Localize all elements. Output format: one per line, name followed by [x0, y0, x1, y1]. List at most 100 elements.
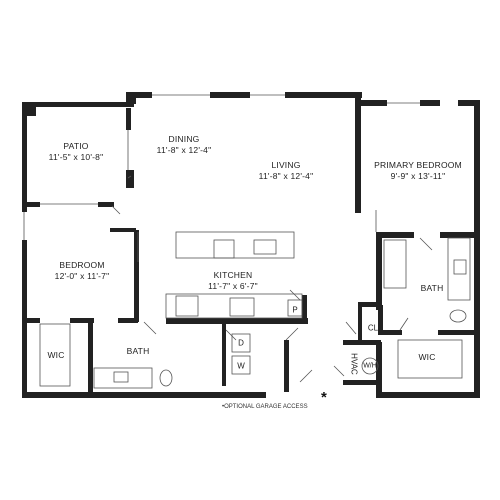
door-bath-left [143, 321, 157, 335]
room-dining-dim: 11'-8" x 12'-4" [156, 145, 212, 155]
wall-bedroom-right [134, 230, 139, 322]
door-laundry [225, 329, 237, 341]
kitchen-island [175, 231, 295, 259]
room-living: LIVING 11'-8" x 12'-4" [259, 160, 314, 182]
door-dining [127, 175, 132, 179]
dryer-label: D [238, 338, 244, 348]
wall-primary-top2 [420, 100, 440, 106]
sink-right [453, 259, 467, 275]
washer-label: W [237, 361, 245, 371]
dryer-box [231, 333, 251, 353]
room-dining: DINING 11'-8" x 12'-4" [157, 134, 212, 156]
wall-wic-right-top2 [438, 330, 478, 335]
room-wic-left: WIC [47, 350, 64, 361]
wall-top-mid1 [210, 92, 250, 98]
door-pantry [289, 289, 301, 301]
wall-wic-right [88, 318, 93, 396]
door-bath-right [419, 237, 433, 251]
wall-hvac-right [376, 342, 382, 398]
dishwasher [213, 239, 235, 259]
thin-lines [23, 94, 471, 389]
wall-patio-bottom2 [98, 202, 114, 207]
wall-primary-left [355, 98, 361, 213]
range [229, 297, 255, 317]
wall-top-left [22, 102, 134, 107]
hvac-label: HVAC [349, 353, 359, 375]
wall-top-corner [126, 92, 136, 104]
wall-bedroom-top [110, 228, 136, 232]
door-patio [111, 205, 121, 215]
pantry-box [287, 299, 303, 317]
kitchen-sink [253, 239, 277, 255]
room-kitchen-name: KITCHEN [213, 270, 253, 280]
wall-bedroom-bottom2 [70, 318, 94, 323]
wall-patio-right2 [126, 170, 134, 188]
wall-bedroom-bottom3 [118, 318, 138, 323]
room-bath-right: BATH [421, 283, 444, 294]
wall-wic-right-left [378, 305, 383, 335]
room-kitchen: KITCHEN 11'-7" x 6'-7" [208, 270, 258, 292]
wall-kitchen-right [302, 295, 307, 323]
wall-bath-right-top2 [440, 232, 474, 238]
wall-closet-top [360, 302, 382, 307]
wall-primary-corner [458, 100, 480, 106]
room-primary-bedroom: PRIMARY BEDROOM 9'-9" x 13'-11" [374, 160, 462, 182]
room-bath-right-name: BATH [420, 283, 444, 293]
walls [22, 92, 480, 398]
door-closet [345, 321, 357, 335]
room-living-name: LIVING [271, 160, 301, 170]
wall-top-dining [128, 92, 152, 98]
pantry-label: P [292, 305, 298, 315]
room-patio-dim: 11'-5" x 10'-8" [48, 152, 104, 162]
wall-bottom-left [22, 392, 266, 398]
water-heater [361, 357, 379, 375]
room-bedroom-dim: 12'-0" x 11'-7" [54, 271, 110, 281]
room-patio: PATIO 11'-5" x 10'-8" [49, 141, 104, 163]
wall-hvac-box [343, 340, 381, 345]
fridge [175, 295, 199, 317]
sink-left [113, 371, 129, 383]
room-wic-right: WIC [418, 352, 435, 363]
wall-right [474, 100, 480, 398]
closet-label: CL [367, 323, 379, 333]
wall-top-mid2 [285, 92, 340, 98]
wall-wic-right-top1 [378, 330, 402, 335]
room-wic-left-name: WIC [47, 350, 65, 360]
wall-patio-right1 [126, 108, 131, 130]
vanity-right [447, 237, 471, 301]
wall-bath-right-left [376, 232, 382, 310]
wall-hall-stub1 [284, 340, 289, 392]
wall-bottom-right [376, 392, 480, 398]
wall-hvac-bottom [343, 380, 381, 385]
wall-top-right1 [340, 92, 362, 98]
room-living-dim: 11'-8" x 12'-4" [258, 171, 314, 181]
tub-right [383, 239, 407, 289]
garage-access-marker: * [321, 389, 327, 406]
wic-shelf-left [39, 323, 71, 387]
room-primary-bedroom-name: PRIMARY BEDROOM [374, 160, 462, 170]
door-hvac [333, 365, 345, 377]
room-dining-name: DINING [168, 134, 200, 144]
wall-left-upper [22, 102, 27, 212]
garage-access-note: •OPTIONAL GARAGE ACCESS [222, 404, 308, 410]
room-primary-bedroom-dim: 9'-9" x 13'-11" [390, 171, 446, 181]
wall-closet-left [358, 302, 362, 342]
wall-patio-bottom1 [22, 202, 40, 207]
door-wic-right [399, 317, 409, 331]
room-kitchen-dim: 11'-7" x 6'-7" [208, 281, 258, 291]
room-bath-left-name: BATH [126, 346, 150, 356]
room-bedroom: BEDROOM 12'-0" x 11'-7" [55, 260, 110, 282]
wall-laundry-right [222, 324, 226, 386]
room-wic-right-name: WIC [418, 352, 436, 362]
wall-bath-right-top [378, 232, 414, 238]
room-patio-name: PATIO [63, 141, 89, 151]
washer-box [231, 355, 251, 375]
room-bath-left: BATH [127, 346, 150, 357]
room-bedroom-name: BEDROOM [59, 260, 105, 270]
wall-kitchen-bottom [166, 318, 308, 324]
water-heater-label: W/H [363, 362, 377, 370]
wic-shelf-right [397, 339, 463, 379]
vanity-left [93, 367, 153, 389]
toilet-left [159, 369, 173, 387]
